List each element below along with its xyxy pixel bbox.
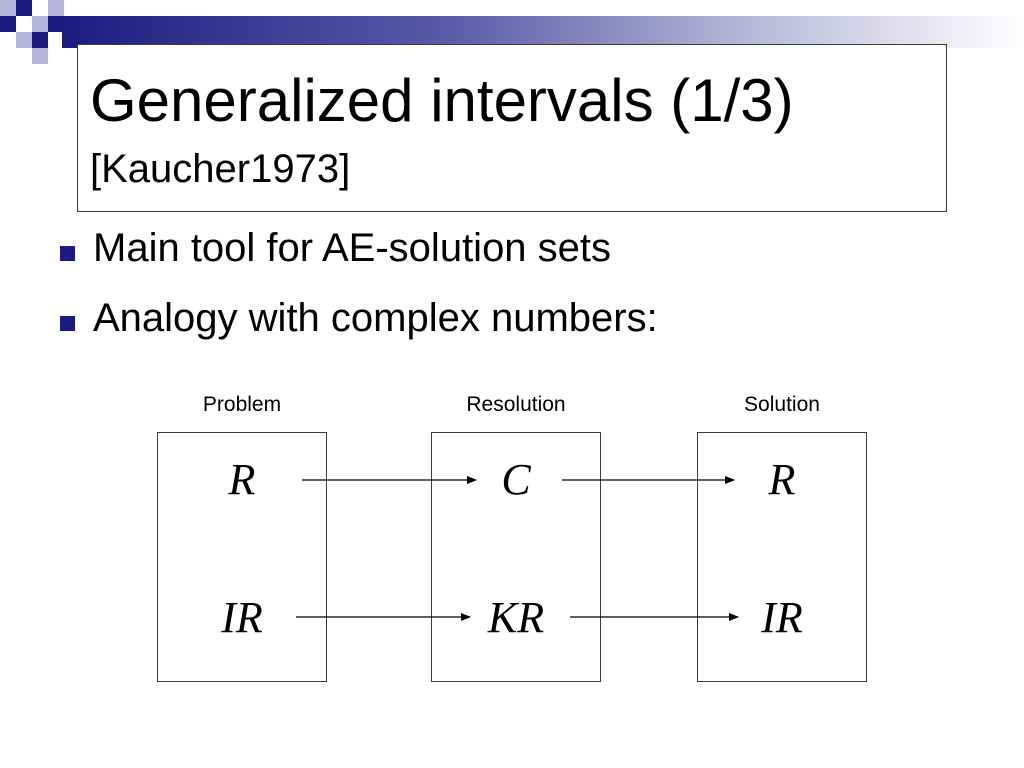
solution-bottom-symbol: IR — [761, 593, 803, 642]
title-box: Generalized intervals (1/3) [Kaucher1973… — [77, 44, 947, 212]
slide-subtitle: [Kaucher1973] — [90, 147, 351, 191]
column-label-solution: Solution — [744, 393, 820, 416]
resolution-top-symbol: C — [501, 455, 531, 504]
decor-square — [48, 16, 64, 32]
decor-square — [0, 16, 16, 32]
decor-square — [48, 0, 64, 16]
problem-box: R IR — [157, 432, 327, 682]
decor-square — [32, 48, 48, 64]
decor-square — [16, 32, 32, 48]
bullet-text: Analogy with complex numbers: — [93, 296, 658, 340]
resolution-bottom-symbol: KR — [487, 593, 545, 642]
bullet-list: Main tool for AE-solution sets Analogy w… — [58, 222, 658, 362]
square-bullet-icon — [60, 316, 75, 331]
bullet-text: Main tool for AE-solution sets — [93, 226, 612, 270]
column-label-problem: Problem — [202, 393, 282, 416]
decor-square — [32, 16, 48, 32]
bullet-item: Main tool for AE-solution sets — [58, 222, 658, 292]
slide-title: Generalized intervals (1/3) — [90, 67, 794, 134]
decor-square — [32, 32, 48, 48]
square-bullet-icon — [60, 246, 75, 261]
decor-square — [0, 0, 16, 16]
bullet-item: Analogy with complex numbers: — [58, 292, 658, 362]
solution-top-symbol: R — [768, 455, 796, 504]
solution-box: R IR — [697, 432, 867, 682]
header-gradient-bar — [62, 16, 1024, 48]
decor-square — [16, 0, 32, 16]
resolution-box: C KR — [431, 432, 601, 682]
column-label-resolution: Resolution — [466, 393, 566, 416]
problem-bottom-symbol: IR — [221, 593, 263, 642]
problem-top-symbol: R — [228, 455, 256, 504]
